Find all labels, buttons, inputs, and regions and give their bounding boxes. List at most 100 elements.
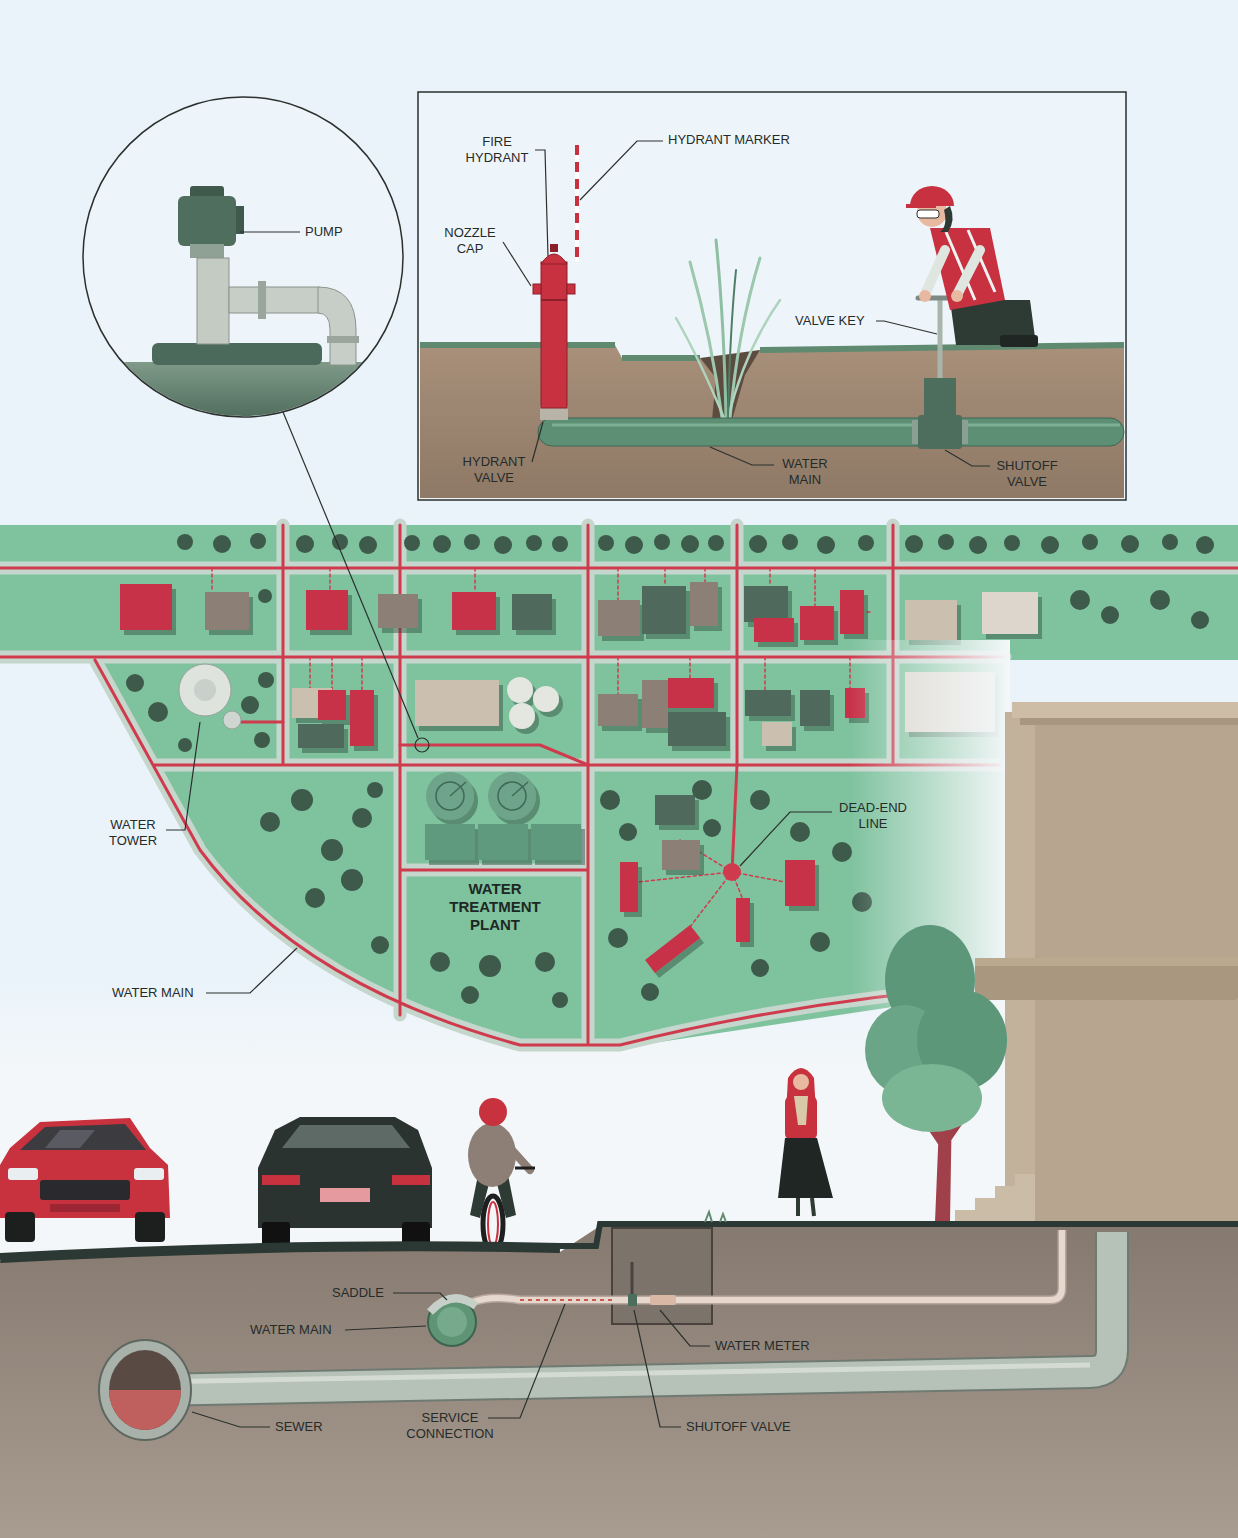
underground (0, 1226, 1238, 1538)
leader-line (488, 1304, 565, 1418)
dark-car (282, 1125, 410, 1148)
map-tree (464, 534, 480, 550)
building (1012, 702, 1238, 718)
map-tree (905, 535, 923, 553)
water-plume (728, 300, 780, 418)
map-tree (708, 535, 724, 551)
map-tree (790, 822, 810, 842)
building (975, 958, 1238, 1000)
map-tree (938, 534, 954, 550)
pump-inset (327, 336, 359, 343)
map-tree (461, 986, 479, 1004)
map-tree (1121, 535, 1139, 553)
town-map (450, 782, 466, 796)
map-tree (969, 536, 987, 554)
map-tree (148, 702, 168, 722)
map-tree (619, 823, 637, 841)
map-tree (1070, 590, 1090, 610)
hydrant-inset (575, 145, 579, 262)
water-tower-symbol (179, 664, 231, 716)
pump-inset-circle: PUMP (83, 97, 403, 417)
town-map (668, 678, 714, 708)
part-label: PUMP (305, 224, 343, 240)
leader-line (740, 812, 832, 866)
map-tree (1041, 536, 1059, 554)
map-tree (1150, 590, 1170, 610)
map-tree (1196, 536, 1214, 554)
map-tree (341, 869, 363, 891)
leader-line (660, 1310, 710, 1346)
town-map (507, 677, 533, 703)
leader-line (415, 738, 429, 752)
hydrant-inset-panel: FIRE HYDRANTHYDRANT MARKERNOZZLE CAPVALV… (418, 92, 1126, 500)
underground (150, 1232, 1112, 1390)
town-map (645, 925, 700, 973)
red-car (45, 1130, 95, 1148)
red-car (8, 1168, 38, 1180)
hydrant-inset (550, 244, 558, 252)
part-label: WATER MAIN (250, 1322, 332, 1338)
town-map (512, 782, 528, 796)
town-map (662, 840, 700, 870)
water-plume (728, 270, 736, 418)
town-map (350, 690, 374, 746)
town-map (533, 686, 559, 712)
water-tower-symbol (179, 664, 241, 729)
part-label: WATER METER (715, 1338, 810, 1354)
pump-inset (178, 196, 236, 246)
underground (150, 1365, 1090, 1382)
map-tree (600, 790, 620, 810)
worker (951, 290, 963, 302)
town-map (415, 680, 499, 726)
map-tree (1082, 534, 1098, 550)
hydrant-inset (962, 420, 968, 444)
cyclist (488, 1202, 498, 1246)
underground (437, 1307, 467, 1337)
leader-line (503, 242, 531, 286)
map-tree (552, 536, 568, 552)
building (975, 958, 1238, 966)
map-tree (126, 674, 144, 692)
map-tree (352, 808, 372, 828)
worker (940, 206, 953, 232)
red-car (50, 1204, 120, 1212)
hydrant-inset (418, 92, 1126, 500)
red-car (135, 1212, 165, 1242)
map-tree (598, 535, 614, 551)
map-tree (751, 959, 769, 977)
town-map (745, 690, 791, 716)
hydrant-inset (575, 145, 579, 262)
leader-line (166, 722, 200, 830)
hydrant-inset (938, 298, 943, 378)
town-map (642, 586, 686, 634)
underground (0, 1212, 1238, 1538)
map-tree (810, 932, 830, 952)
town-map (425, 824, 475, 860)
town-map (754, 618, 794, 642)
woman (794, 1096, 808, 1125)
map-tree (213, 535, 231, 553)
cyclist (468, 1098, 535, 1252)
part-label: SEWER (275, 1419, 323, 1435)
map-tree (858, 535, 874, 551)
underground (109, 1350, 181, 1430)
town-map (736, 898, 750, 942)
part-label: NOZZLE CAP (439, 225, 501, 257)
map-tree (749, 535, 767, 553)
part-label: FIRE HYDRANT (462, 134, 532, 166)
town-map (785, 860, 815, 906)
underground (628, 1294, 637, 1306)
town-map (120, 584, 172, 630)
woman (785, 1096, 817, 1140)
hydrant-inset (918, 415, 962, 449)
town-map (509, 703, 535, 729)
woman (796, 1198, 800, 1216)
map-tree (359, 536, 377, 554)
leader-line (876, 321, 937, 334)
building (1020, 718, 1238, 725)
hydrant-inset (552, 424, 1120, 427)
water-tower-symbol (223, 711, 241, 729)
worker (958, 250, 980, 293)
map-tree (1004, 535, 1020, 551)
